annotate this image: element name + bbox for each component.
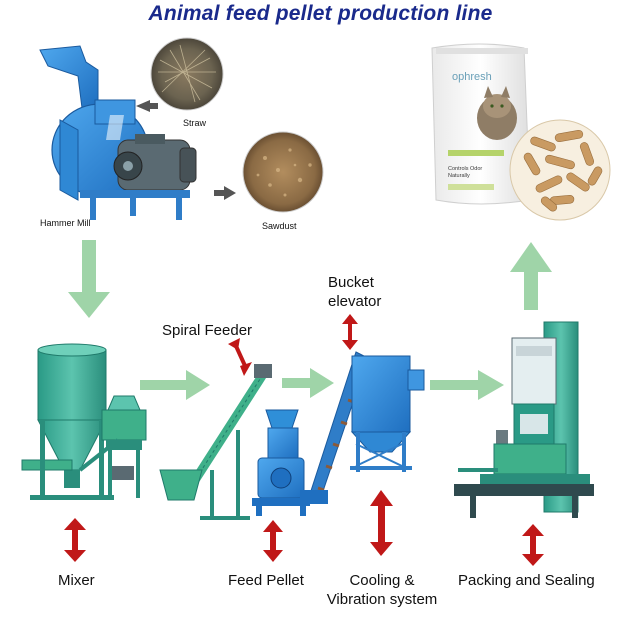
bucket-elevator-cooler-machine <box>300 351 425 504</box>
flow-arrow-mixer-to-feeder <box>140 370 210 400</box>
label-hammer-mill: Hammer Mill <box>40 218 91 228</box>
flow-arrow-packing-to-bag <box>510 242 552 310</box>
red-arrow-packing <box>522 524 544 566</box>
mixer-machine <box>21 343 147 500</box>
bag-line-2: Naturally <box>448 173 470 179</box>
diagram-title: Animal feed pellet production line <box>148 2 493 25</box>
pellets-sample <box>509 119 611 221</box>
label-bucket-elevator-2: elevator <box>328 293 382 310</box>
spiral-feeder-machine <box>159 364 272 520</box>
straw-to-mill-arrow <box>136 100 158 112</box>
label-bucket-elevator-1: Bucket <box>328 274 374 291</box>
label-mixer: Mixer <box>58 572 95 589</box>
bag-brand-text: ophresh <box>452 71 492 83</box>
product-bag: ophresh Controls Odor Naturally <box>431 43 531 205</box>
label-cooling-2: Vibration system <box>326 591 438 608</box>
label-cooling-1: Cooling & <box>349 572 415 589</box>
label-sawdust: Sawdust <box>262 221 297 231</box>
bag-line-1: Controls Odor <box>448 166 482 172</box>
red-arrow-bucket-elevator <box>342 314 358 350</box>
pellet-mill-machine <box>252 409 310 516</box>
sawdust-sample <box>242 131 324 213</box>
flow-arrow-cooling-to-packing <box>430 370 504 400</box>
label-feed-pellet: Feed Pellet <box>228 572 304 589</box>
straw-sample <box>150 37 224 111</box>
red-arrow-mixer <box>64 518 86 562</box>
flow-arrow-mill-to-mixer <box>68 240 110 318</box>
packing-sealing-machine <box>454 321 594 518</box>
red-arrow-feed-pellet <box>263 520 283 562</box>
red-arrow-spiral-feeder <box>228 338 252 376</box>
label-spiral-feeder: Spiral Feeder <box>162 322 253 339</box>
hammer-mill-machine <box>39 45 197 220</box>
label-packing-sealing: Packing and Sealing <box>458 572 595 589</box>
red-arrow-cooling <box>370 490 393 556</box>
mill-to-sawdust-arrow <box>214 186 236 200</box>
label-straw: Straw <box>183 118 207 128</box>
flow-arrow-pellet-to-cooling <box>282 368 334 398</box>
